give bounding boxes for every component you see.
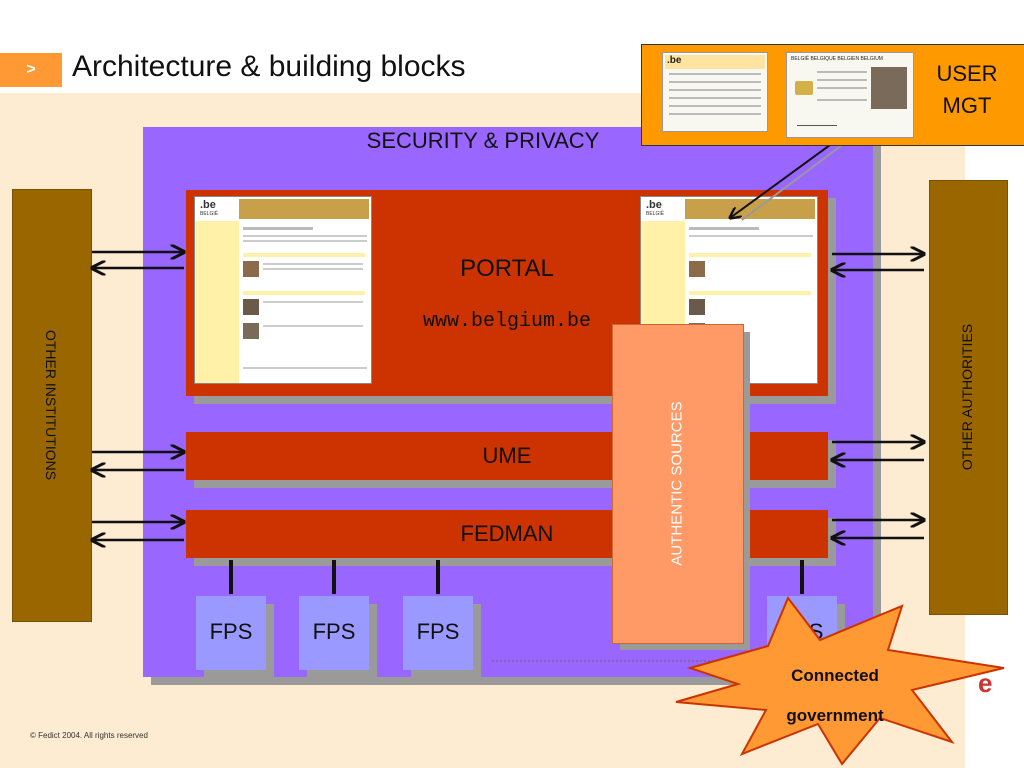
copyright-footer: © Fedict 2004. All rights reserved	[30, 731, 148, 740]
fps-box: FPS	[299, 596, 369, 670]
section-marker: >	[0, 53, 62, 87]
portal-url: www.belgium.be	[422, 310, 592, 333]
portal-screenshot-left: .be BELGIË	[194, 196, 372, 384]
token-card: .be	[662, 52, 768, 132]
connected-government-label: Connected government	[786, 666, 884, 725]
fps-box: FPS	[196, 596, 266, 670]
user-mgt-label: USER MGT	[936, 61, 998, 118]
security-privacy-label: SECURITY & PRIVACY	[366, 128, 600, 153]
other-institutions-block	[12, 189, 92, 622]
fps-box: FPS	[403, 596, 473, 670]
corner-logo-fragment: e	[978, 668, 993, 698]
other-authorities-block	[929, 180, 1008, 615]
id-card: BELGIË BELGIQUE BELGIEN BELGIUM	[786, 52, 914, 138]
slide-title: Architecture & building blocks	[72, 50, 466, 83]
portal-label: PORTAL	[460, 255, 554, 282]
authentic-sources-block	[612, 324, 744, 644]
